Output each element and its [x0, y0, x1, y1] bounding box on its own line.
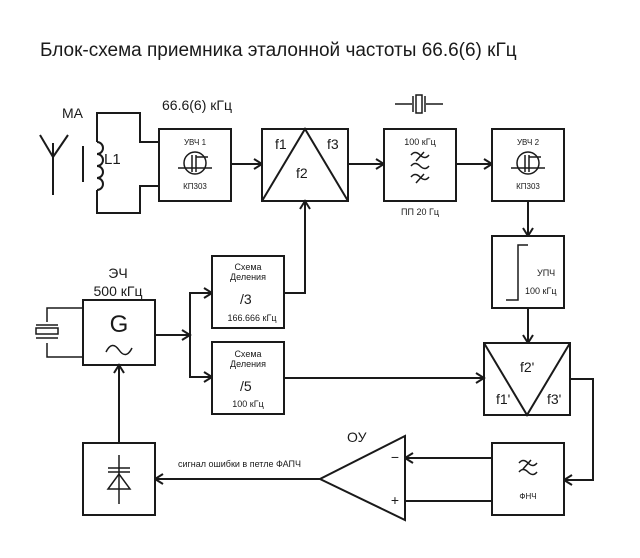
rf-amp-1-part: КП303: [183, 182, 207, 191]
rf-amplifier-2: УВЧ 2 КП303: [491, 128, 565, 202]
op-amp: − +: [317, 434, 406, 522]
antenna-label: МА: [62, 105, 84, 121]
transistor-icon: [511, 151, 545, 175]
divider-5-line1: Схема: [234, 349, 261, 359]
rf-amp-2-title: УВЧ 2: [517, 138, 540, 147]
low-pass-filter: ФНЧ: [491, 442, 565, 516]
antenna-icon: [39, 134, 69, 195]
transistor-icon: [178, 151, 212, 175]
opamp-plus: +: [391, 492, 399, 508]
divider-by-5: Схема Деления /5 100 кГц: [211, 341, 285, 415]
if-amp-title: УПЧ: [537, 268, 555, 278]
inductor-icon: [82, 112, 160, 214]
rf-amplifier-1: УВЧ 1 КП303: [158, 128, 232, 202]
mixer-1-f3: f3: [327, 136, 339, 152]
varicap-block: [82, 442, 156, 516]
divider-3-ratio: /3: [240, 291, 252, 307]
divider-by-3: Схема Деления /3 166.666 кГц: [211, 255, 285, 329]
rf-amp-2-part: КП303: [516, 182, 540, 191]
divider-5-line2: Деления: [230, 359, 266, 369]
diagram-title: Блок-схема приемника эталонной частоты 6…: [40, 40, 517, 61]
divider-5-frequency: 100 кГц: [232, 399, 263, 409]
error-signal-label: сигнал ошибки в петле ФАПЧ: [178, 459, 301, 469]
reference-oscillator: G: [82, 299, 156, 366]
divider-3-line1: Схема: [234, 262, 261, 272]
input-frequency: 66.6(6) кГц: [162, 97, 232, 113]
lpf-label: ФНЧ: [519, 492, 536, 501]
opamp-minus: −: [391, 449, 399, 465]
if-amp-frequency: 100 кГц: [525, 286, 556, 296]
filter-bandwidth: ПП 20 Гц: [401, 207, 439, 217]
crystal-bandpass-filter: 100 кГц: [383, 128, 457, 202]
crystal-icon: [35, 307, 83, 358]
opamp-label: ОУ: [347, 429, 367, 445]
mixer-2-f2: f2': [520, 359, 534, 375]
oscillator-frequency: 500 кГц: [94, 283, 143, 299]
divider-3-frequency: 166.666 кГц: [228, 313, 277, 323]
mixer-1: f1 f3 f2: [261, 127, 349, 202]
bandpass-icon: [410, 151, 430, 184]
mixer-1-f2: f2: [296, 165, 308, 181]
coil-label: L1: [104, 151, 121, 168]
oscillator-name: ЭЧ: [108, 265, 127, 281]
divider-3-line2: Деления: [230, 272, 266, 282]
generator-symbol: G: [110, 311, 129, 338]
mixer-2-f3: f3': [547, 391, 561, 407]
divider-5-ratio: /5: [240, 378, 252, 394]
rf-amp-1-title: УВЧ 1: [184, 138, 207, 147]
crystal-icon: [395, 94, 443, 114]
filter-frequency: 100 кГц: [404, 137, 435, 147]
sine-wave-icon: [105, 344, 133, 356]
lowpass-icon: [518, 459, 538, 476]
mixer-1-f1: f1: [275, 136, 287, 152]
mixer-2: f2' f1' f3': [483, 342, 571, 417]
varicap-diode-icon: [106, 455, 132, 504]
if-amplifier: УПЧ 100 кГц: [491, 235, 565, 309]
mixer-2-f1: f1': [496, 391, 510, 407]
